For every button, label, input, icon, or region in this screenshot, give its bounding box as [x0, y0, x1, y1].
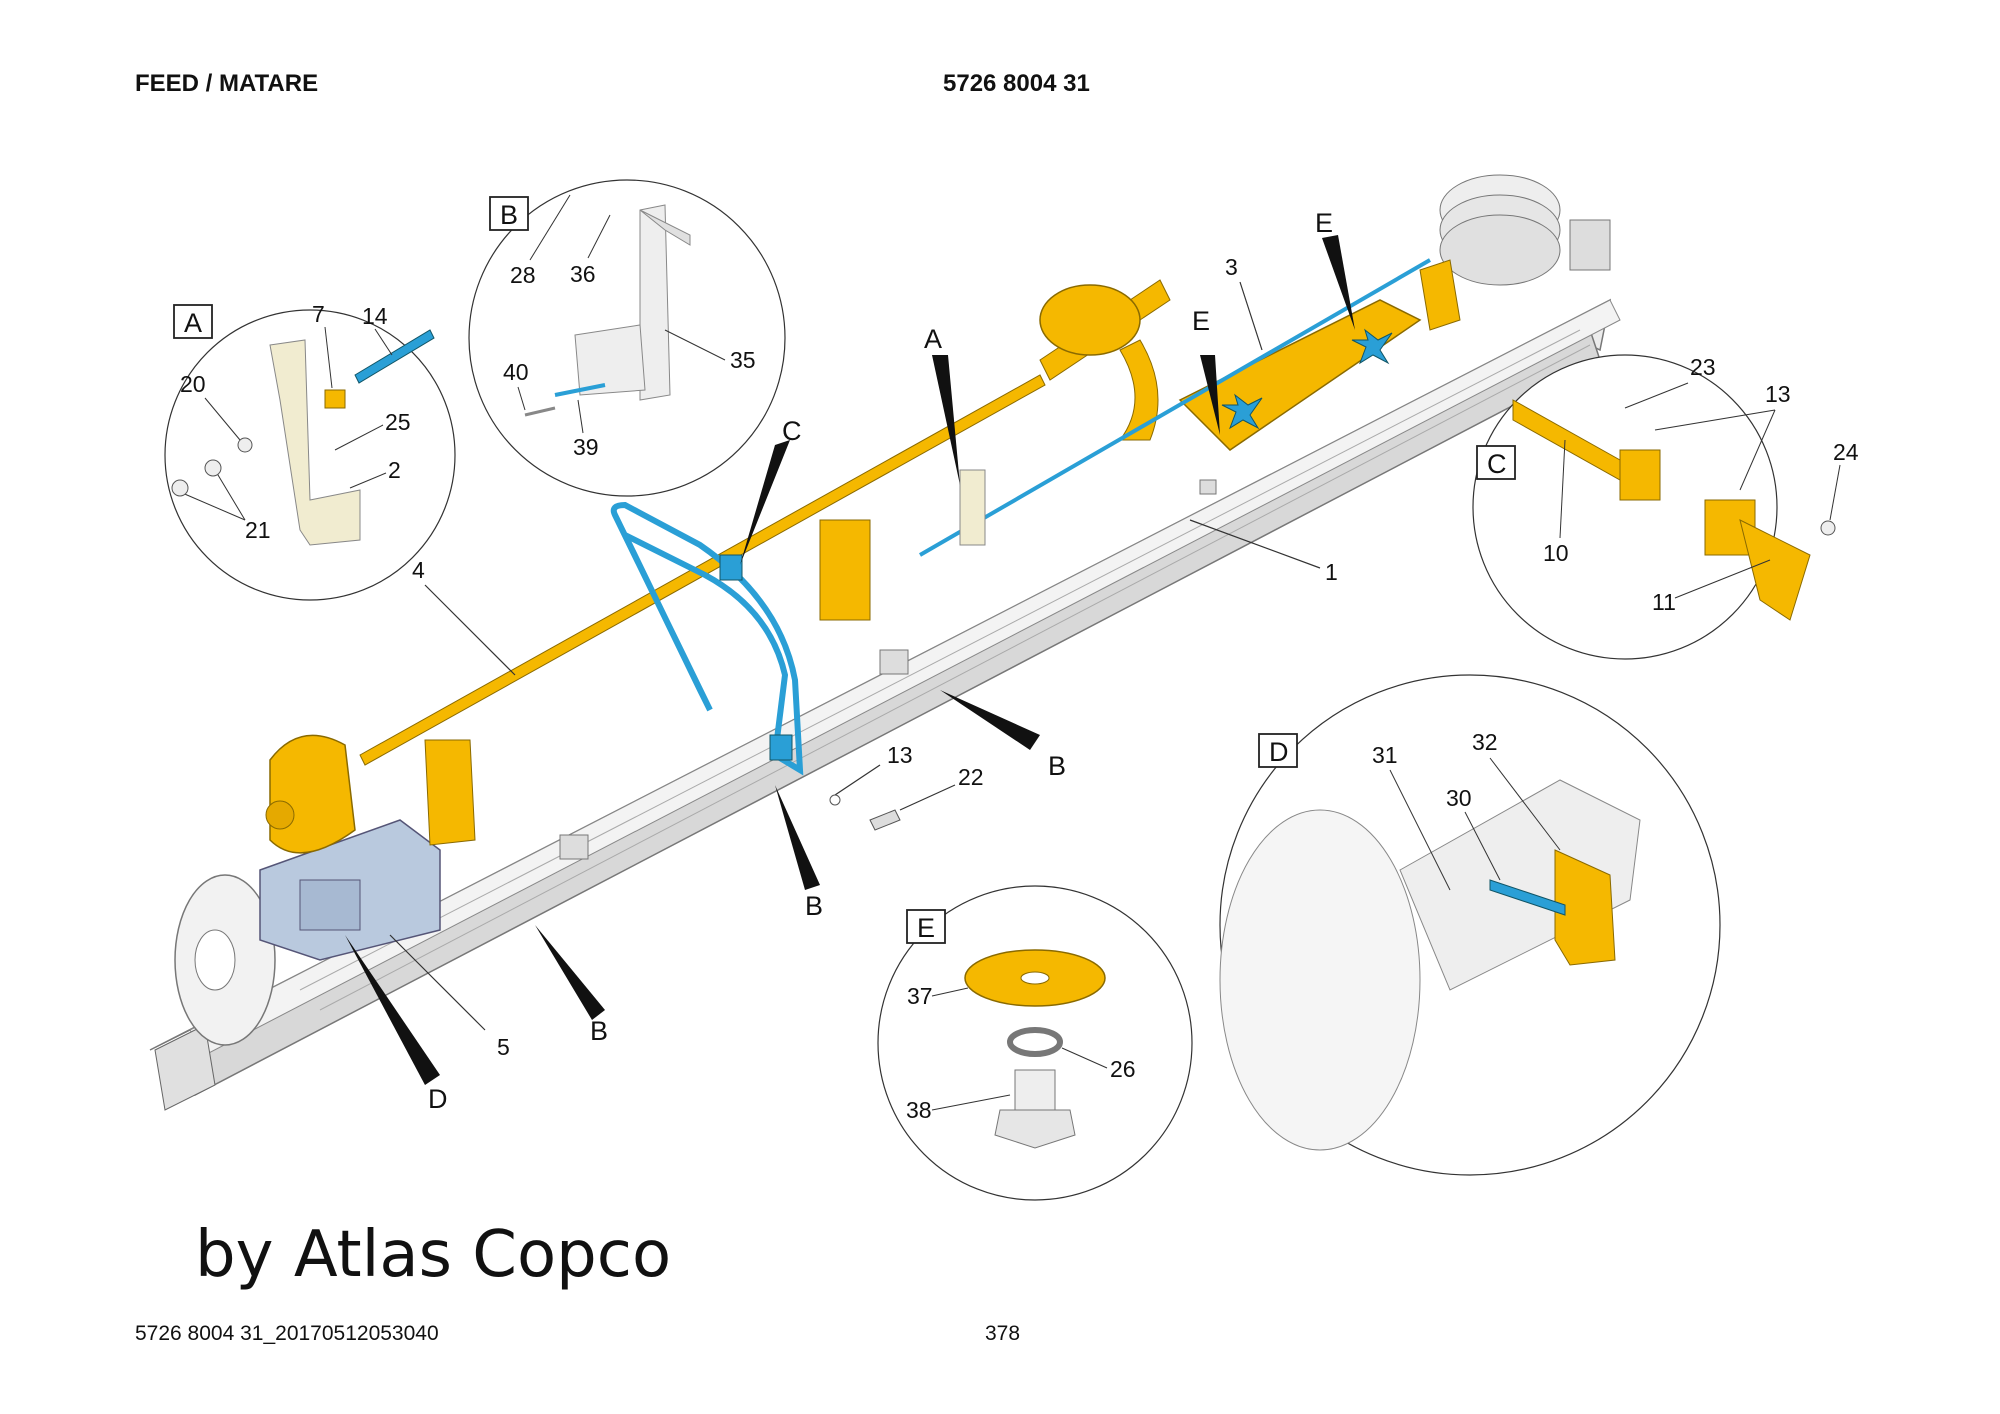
view-arrow-b-center: B — [775, 785, 823, 921]
svg-text:20: 20 — [180, 371, 206, 397]
svg-text:D: D — [1269, 737, 1289, 767]
detail-view-c: C 23 13 24 10 11 — [1472, 354, 1859, 660]
view-arrow-c-main: C — [740, 416, 802, 565]
svg-text:37: 37 — [907, 983, 933, 1009]
detail-view-e: E 37 26 38 — [877, 885, 1193, 1201]
callout-4: 4 — [412, 557, 425, 583]
svg-text:B: B — [500, 200, 518, 230]
view-arrow-b-upper: B — [940, 690, 1066, 781]
view-arrow-d-main: D — [345, 935, 448, 1114]
callout-1: 1 — [1325, 559, 1338, 585]
detail-view-d: D 31 32 30 — [1219, 674, 1721, 1176]
svg-text:38: 38 — [906, 1097, 932, 1123]
svg-text:D: D — [428, 1084, 448, 1114]
svg-text:13: 13 — [1765, 381, 1791, 407]
document-id: 5726 8004 31_20170512053040 — [135, 1322, 439, 1345]
svg-text:39: 39 — [573, 434, 599, 460]
svg-text:21: 21 — [245, 517, 271, 543]
main-callouts: 1 3 4 5 13 22 — [389, 254, 1338, 1060]
callout-22: 22 — [958, 764, 984, 790]
page-number: 378 — [985, 1322, 1021, 1345]
flap-bracket — [959, 469, 986, 546]
svg-text:23: 23 — [1690, 354, 1716, 380]
svg-text:14: 14 — [362, 303, 388, 329]
svg-text:C: C — [1487, 449, 1507, 479]
watermark: by Atlas Copco — [195, 1218, 672, 1292]
svg-text:2: 2 — [388, 457, 401, 483]
hose-line — [918, 258, 1432, 557]
document-title: FEED / MATARE — [135, 70, 319, 97]
svg-text:A: A — [184, 308, 202, 338]
svg-text:25: 25 — [385, 409, 411, 435]
centralizers — [424, 519, 871, 846]
hose-guide-bracket — [610, 501, 804, 776]
part-number: 5726 8004 31 — [943, 70, 1090, 97]
callout-13-main: 13 — [887, 742, 913, 768]
svg-text:11: 11 — [1652, 589, 1676, 615]
svg-text:A: A — [924, 324, 942, 354]
callout-3: 3 — [1225, 254, 1238, 280]
svg-text:35: 35 — [730, 347, 756, 373]
svg-text:31: 31 — [1372, 742, 1398, 768]
svg-text:B: B — [805, 891, 823, 921]
svg-text:B: B — [1048, 751, 1066, 781]
svg-text:40: 40 — [503, 359, 529, 385]
svg-text:32: 32 — [1472, 729, 1498, 755]
svg-text:30: 30 — [1446, 785, 1472, 811]
svg-text:7: 7 — [312, 301, 325, 327]
svg-text:E: E — [917, 913, 935, 943]
svg-text:B: B — [590, 1016, 608, 1046]
view-arrow-e-left: E — [1192, 306, 1220, 435]
callout-5: 5 — [497, 1034, 510, 1060]
view-arrow-b-lower: B — [535, 925, 608, 1046]
rear-pulley — [1039, 284, 1159, 441]
svg-text:26: 26 — [1110, 1056, 1136, 1082]
svg-text:E: E — [1315, 208, 1333, 238]
front-pulley — [265, 734, 356, 854]
feed-beam — [149, 174, 1621, 1111]
svg-text:C: C — [782, 416, 802, 446]
detail-view-a: A 7 14 20 25 2 21 — [164, 301, 456, 601]
svg-text:10: 10 — [1543, 540, 1569, 566]
svg-text:28: 28 — [510, 262, 536, 288]
svg-text:E: E — [1192, 306, 1210, 336]
rotation-unit — [174, 819, 441, 1046]
svg-text:24: 24 — [1833, 439, 1859, 465]
detail-view-b: B 28 36 35 40 39 — [468, 179, 786, 497]
view-arrow-a-main: A — [924, 324, 960, 485]
view-arrow-e-right: E — [1315, 208, 1355, 330]
wear-pads — [1221, 328, 1393, 430]
svg-text:36: 36 — [570, 261, 596, 287]
